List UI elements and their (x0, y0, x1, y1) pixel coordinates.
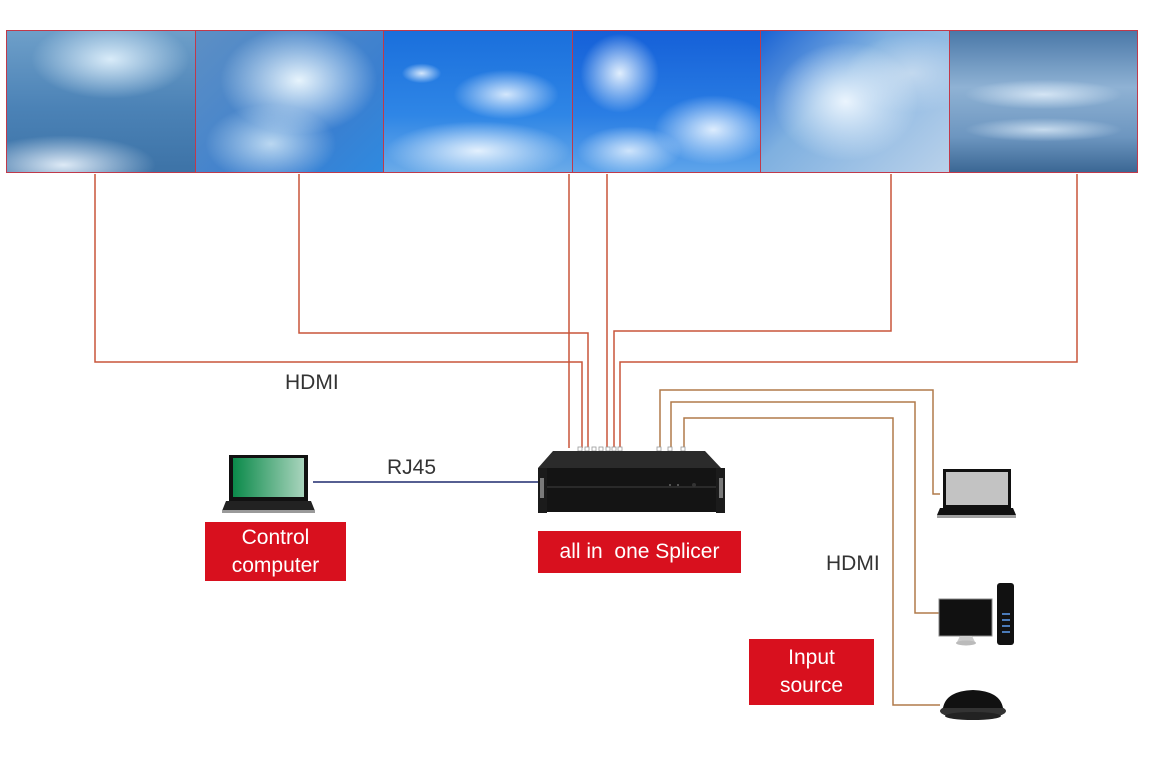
input-wire-laptop (659, 389, 940, 495)
hdmi-output-label: HDMI (285, 371, 339, 394)
input-wire-settop (683, 417, 940, 706)
display-panel-1 (7, 31, 196, 172)
laptop-icon (222, 455, 315, 513)
hdmi-wire-panel-6 (619, 174, 1078, 448)
output-hdmi-wires (94, 174, 1078, 448)
input-wire-desktop (670, 401, 940, 614)
input-source-line-1: Input (788, 646, 835, 669)
splicer-label-text: all in one Splicer (559, 540, 720, 563)
input-source-label: Input source (749, 639, 874, 705)
rj45-label: RJ45 (387, 456, 437, 479)
display-panel-2 (195, 31, 384, 172)
display-panel-6 (949, 31, 1137, 172)
video-wall (6, 30, 1138, 173)
hdmi-wire-panel-1 (94, 174, 583, 448)
desktop-computer-icon (938, 583, 1014, 646)
hdmi-wire-panel-2 (298, 174, 589, 448)
control-computer-label: Control computer (205, 522, 346, 581)
display-panel-3 (384, 31, 573, 172)
display-panel-5 (761, 31, 950, 172)
input-laptop-icon (937, 469, 1016, 518)
hdmi-wire-panel-5 (613, 174, 892, 448)
control-computer-line-2: computer (231, 553, 320, 577)
splicer-ports (577, 446, 686, 452)
rack-server-icon (538, 451, 725, 513)
control-computer-line-1: Control (241, 525, 310, 549)
display-panel-4 (572, 31, 761, 172)
hdmi-input-label: HDMI (826, 552, 880, 575)
input-source-line-2: source (779, 674, 844, 697)
splicer-label: all in one Splicer (538, 531, 741, 573)
set-top-box-icon (940, 690, 1006, 720)
input-hdmi-wires (659, 389, 940, 706)
